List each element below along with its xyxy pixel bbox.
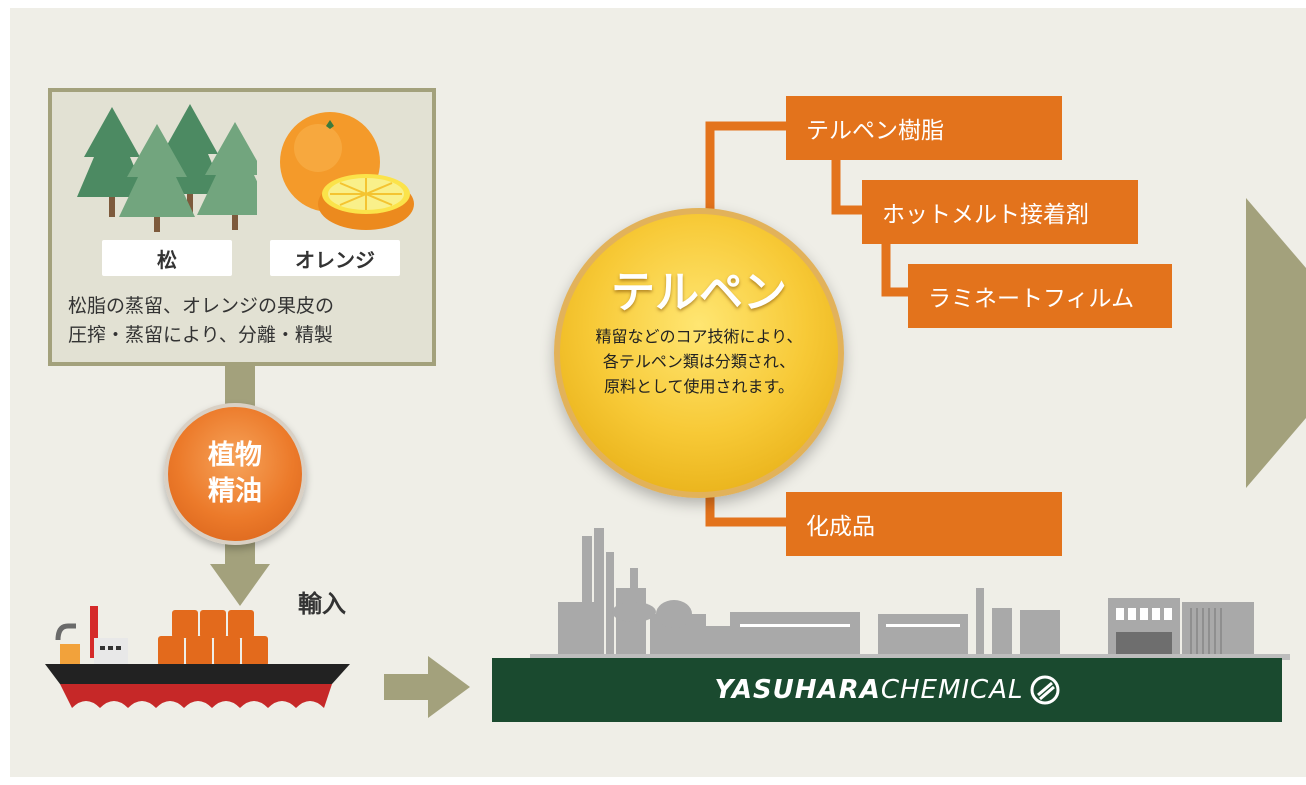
logo-bold-text: YASUHARA: [714, 675, 881, 705]
right-arrow-icon: [384, 656, 470, 718]
terpene-title: テルペン: [611, 267, 787, 318]
company-logo: YASUHARACHEMICAL: [715, 675, 1024, 705]
pine-trees-icon: [77, 104, 257, 232]
pine-label: 松: [102, 240, 232, 276]
down-arrow-icon: [210, 564, 270, 606]
orange-label: オレンジ: [270, 240, 400, 276]
product-chemical: 化成品: [786, 492, 1062, 556]
terpene-circle: テルペン 精留などのコア技術により、 各テルペン類は分類され、 原料として使用さ…: [554, 208, 844, 498]
product-laminate-film: ラミネートフィルム: [908, 264, 1172, 328]
next-arrow-icon: [1246, 198, 1306, 488]
essential-oil-label: 植物 精油: [208, 440, 262, 507]
company-emblem-icon: [1030, 675, 1059, 705]
factory-skyline-icon: [530, 528, 1290, 660]
terpene-description: 精留などのコア技術により、 各テルペン類は分類され、 原料として使用されます。: [595, 327, 803, 396]
orange-fruit-icon: [280, 112, 414, 230]
logo-light-text: CHEMICAL: [880, 675, 1024, 705]
import-label: 輸入: [298, 590, 346, 618]
raw-materials-box: 松 オレンジ 松脂の蒸留、オレンジの果皮の 圧搾・蒸留により、分離・精製: [48, 88, 436, 366]
raw-materials-description: 松脂の蒸留、オレンジの果皮の 圧搾・蒸留により、分離・精製: [68, 295, 335, 346]
company-base: YASUHARACHEMICAL: [492, 658, 1282, 722]
terpene-flow-diagram: 松 オレンジ 松脂の蒸留、オレンジの果皮の 圧搾・蒸留により、分離・精製 植物 …: [10, 8, 1306, 777]
cargo-ship-icon: [45, 606, 350, 708]
product-terpene-resin: テルペン樹脂: [786, 96, 1062, 160]
product-hot-melt: ホットメルト接着剤: [862, 180, 1138, 244]
essential-oil-circle: 植物 精油: [164, 403, 306, 545]
